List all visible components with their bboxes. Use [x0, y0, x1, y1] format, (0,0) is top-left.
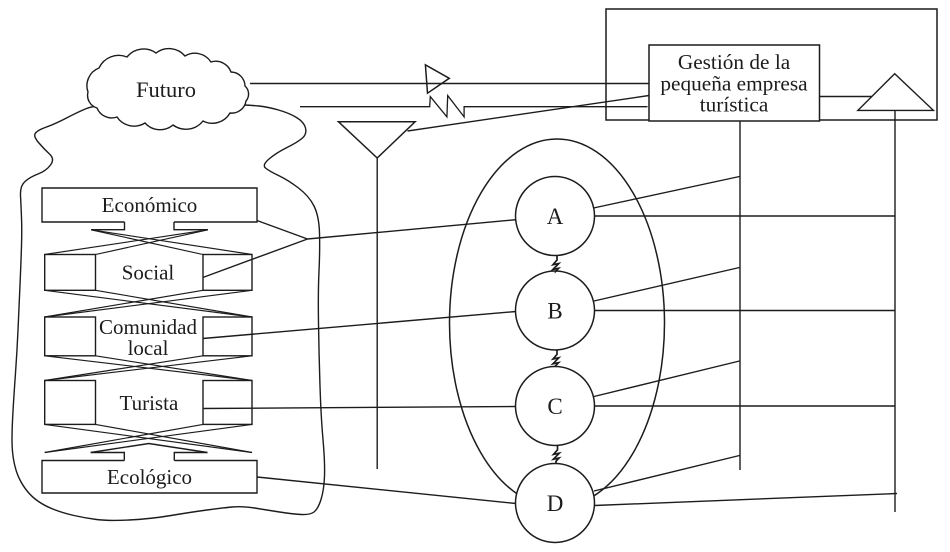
svg-text:Gestión de la: Gestión de la	[678, 50, 791, 74]
svg-text:D: D	[547, 491, 564, 516]
svg-text:B: B	[547, 299, 562, 324]
svg-text:Económico: Económico	[102, 193, 198, 217]
svg-text:Turista: Turista	[120, 391, 179, 415]
svg-text:local: local	[128, 336, 169, 360]
svg-text:pequeña empresa: pequeña empresa	[660, 72, 808, 96]
svg-text:Ecológico: Ecológico	[107, 465, 192, 489]
svg-text:turística: turística	[700, 93, 769, 117]
svg-text:Comunidad: Comunidad	[99, 315, 197, 339]
svg-text:C: C	[547, 394, 562, 419]
svg-text:Social: Social	[122, 261, 175, 285]
svg-text:A: A	[547, 204, 564, 229]
svg-text:Futuro: Futuro	[136, 77, 196, 102]
